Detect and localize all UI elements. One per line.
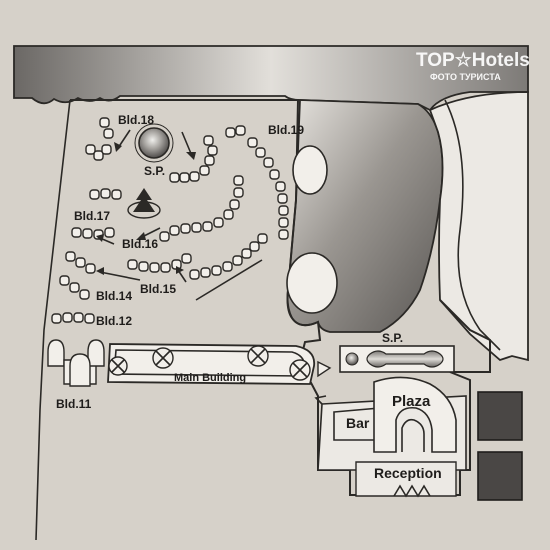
main-building — [107, 343, 332, 385]
direction-arrows — [96, 129, 263, 301]
watermark-logo: TOP☆Hotels ФОТО ТУРИСТА — [416, 50, 530, 82]
coast-area — [428, 91, 529, 362]
building-15-row — [127, 233, 268, 280]
label-bld18: Bld.18 — [118, 113, 154, 127]
lamp-icon — [152, 347, 174, 369]
label-reception: Reception — [374, 465, 442, 481]
building-18-right — [169, 135, 218, 183]
label-pool-right: S.P. — [382, 331, 403, 345]
pavilion-north — [292, 145, 328, 195]
building-block-lower — [477, 451, 523, 501]
label-bld19: Bld.19 — [268, 123, 304, 137]
building-19 — [225, 125, 289, 240]
label-main-building: Main Building — [174, 372, 246, 384]
coast-line — [444, 99, 501, 351]
lamp-icon — [247, 345, 269, 367]
building-17 — [71, 188, 122, 240]
label-plaza: Plaza — [392, 393, 431, 410]
pool-right — [339, 345, 455, 373]
buildings — [47, 117, 289, 387]
label-bar: Bar — [346, 415, 370, 431]
resort-boundary — [70, 99, 491, 496]
tree-icon — [127, 188, 161, 219]
building-18-left — [85, 117, 114, 161]
building-12 — [51, 312, 95, 324]
pavilion-south — [286, 252, 338, 314]
watermark-brand: TOP☆Hotels — [416, 50, 530, 71]
watermark-subtitle: ФОТО ТУРИСТА — [430, 72, 501, 82]
building-14 — [59, 251, 96, 300]
label-bld12: Bld.12 — [96, 314, 132, 328]
building-11 — [47, 339, 105, 387]
label-bld11: Bld.11 — [56, 397, 92, 411]
pool-icon — [138, 127, 170, 159]
lamp-icon — [108, 356, 128, 376]
building-16-row — [159, 175, 244, 242]
building-block-upper — [477, 391, 523, 441]
lamp-icon — [289, 359, 311, 381]
west-boundary — [35, 99, 71, 541]
label-bld14: Bld.14 — [96, 289, 132, 303]
pool-rim — [134, 123, 174, 163]
label-bld16: Bld.16 — [122, 237, 158, 251]
plaza-complex — [314, 376, 467, 498]
label-pool-top: S.P. — [144, 164, 165, 178]
label-bld17: Bld.17 — [74, 209, 110, 223]
label-bld15: Bld.15 — [140, 282, 176, 296]
